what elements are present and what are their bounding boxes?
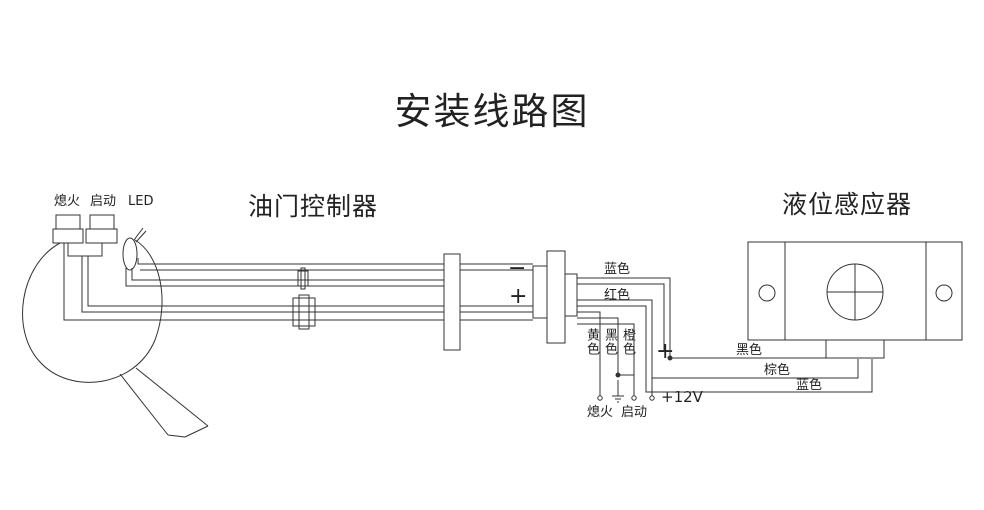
wire-black-label: 黑色 [602, 328, 617, 356]
handle-switch-boxes [52, 214, 118, 257]
sensor-wires [645, 357, 873, 393]
diagram-title: 安装线路图 [394, 90, 590, 133]
wire-yellow-label: 黄色 [584, 328, 599, 356]
minus-terminal-label: − [508, 256, 527, 281]
handle-kill-label: 熄火 [54, 194, 81, 209]
led-label: LED [128, 194, 154, 209]
throttle-handle [22, 239, 209, 438]
output-wires [577, 277, 673, 396]
bulkhead-flange [443, 253, 461, 351]
bottom-kill-label: 熄火 [587, 405, 614, 420]
level-sensor-label: 液位感应器 [782, 190, 913, 219]
led-indicator [122, 227, 147, 271]
bottom-start-label: 启动 [621, 405, 648, 420]
plus-terminal-label: + [509, 284, 528, 309]
level-sensor-body [747, 241, 963, 359]
throttle-controller-label: 油门控制器 [248, 192, 379, 221]
sensor-blue-label: 蓝色 [796, 378, 823, 393]
inline-fittings [292, 267, 316, 330]
wire-red-label: 红色 [604, 288, 631, 303]
terminals [597, 380, 655, 403]
handle-start-label: 启动 [90, 194, 117, 209]
handle-wires [63, 243, 444, 321]
wire-blue-label: 蓝色 [604, 262, 631, 277]
mid-wires [460, 263, 533, 321]
sensor-black-label: 黑色 [736, 343, 763, 358]
wire-orange-label: 橙色 [620, 328, 635, 356]
sensor-brown-label: 棕色 [764, 363, 791, 378]
voltage-label: +12V [661, 388, 703, 406]
connector-block [532, 250, 578, 344]
